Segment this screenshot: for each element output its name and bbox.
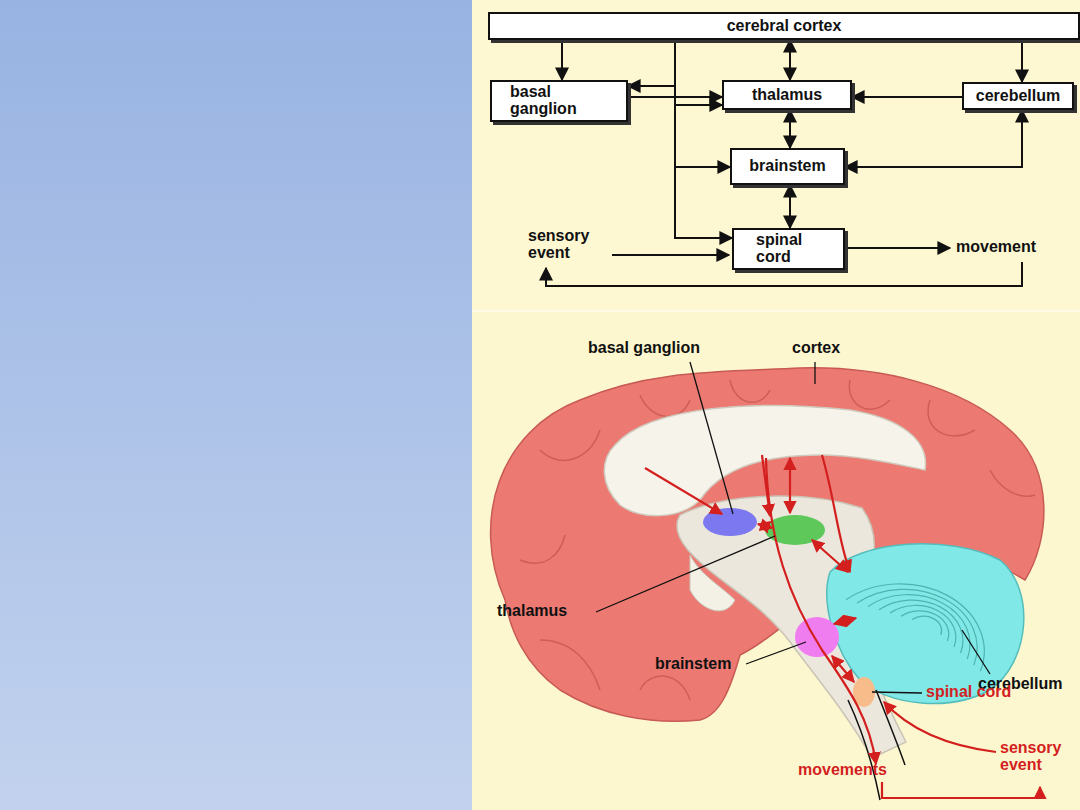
drawing-part bbox=[789, 458, 791, 513]
drawing-part bbox=[746, 642, 806, 664]
process-box: cerebellum bbox=[962, 82, 1074, 110]
part-label: thalamus bbox=[497, 603, 597, 620]
process-box: cerebral cortex bbox=[488, 12, 1080, 40]
drawing-part bbox=[812, 540, 848, 572]
drawing-part bbox=[928, 400, 975, 436]
leader-lines bbox=[596, 362, 990, 693]
spinal-cord-line bbox=[876, 690, 905, 765]
connector-arrow bbox=[675, 40, 722, 105]
drawing-part bbox=[520, 535, 565, 563]
connector-arrow bbox=[561, 40, 563, 80]
left-panel bbox=[0, 0, 472, 810]
connector-arrow bbox=[789, 40, 791, 80]
drawing-part bbox=[849, 380, 890, 409]
connector-arrow bbox=[852, 96, 962, 98]
box-label: basal ganglion bbox=[510, 84, 606, 118]
drawing-part bbox=[640, 676, 690, 700]
drawing-part bbox=[884, 702, 996, 752]
connector-arrow bbox=[675, 40, 732, 238]
box-label: cerebral cortex bbox=[727, 18, 842, 35]
cerebellum-fold bbox=[846, 584, 984, 671]
connector-arrow bbox=[789, 185, 791, 228]
drawing-part bbox=[834, 618, 856, 624]
process-box: brainstem bbox=[730, 148, 845, 185]
drawing-part bbox=[832, 656, 854, 682]
flow-label: sensory event bbox=[528, 228, 610, 262]
flow-label: movement bbox=[956, 239, 1074, 256]
process-box: spinal cord bbox=[732, 228, 845, 270]
basal-ganglion-blob bbox=[703, 508, 757, 536]
hypothalamus-region bbox=[690, 555, 735, 611]
sensory-arrow bbox=[612, 254, 729, 256]
connector-arrow bbox=[789, 110, 791, 148]
drawing-part bbox=[758, 524, 772, 528]
part-label: basal ganglion bbox=[588, 340, 748, 357]
connector-arrow bbox=[1021, 40, 1023, 82]
drawing-part bbox=[990, 470, 1035, 496]
spinal-cord-line bbox=[848, 700, 880, 800]
box-label: brainstem bbox=[749, 158, 825, 175]
cerebellum-folia bbox=[846, 584, 984, 671]
connector-arrow bbox=[845, 110, 1022, 167]
drawing-part bbox=[540, 640, 600, 690]
drawing-part bbox=[766, 458, 876, 764]
drawing-part bbox=[822, 455, 850, 572]
box-label: thalamus bbox=[752, 87, 822, 104]
drawing-part bbox=[962, 630, 990, 674]
drawing-part bbox=[814, 362, 815, 384]
box-label: spinal cord bbox=[756, 232, 813, 266]
drawing-part bbox=[645, 468, 722, 514]
movement-arrow bbox=[847, 247, 950, 249]
process-box: basal ganglion bbox=[490, 80, 628, 122]
connector-arrow bbox=[628, 40, 675, 86]
drawing-part bbox=[730, 380, 770, 402]
process-box: thalamus bbox=[722, 80, 852, 110]
box-label: cerebellum bbox=[976, 88, 1060, 105]
drawing-part bbox=[540, 430, 600, 460]
part-label: brainstem bbox=[655, 656, 755, 673]
panel-divider bbox=[472, 310, 1080, 312]
cerebellum-fold bbox=[901, 611, 949, 641]
drawing-part bbox=[596, 536, 775, 612]
brainstem-blob bbox=[795, 617, 839, 657]
flow-label: movements bbox=[798, 762, 928, 779]
part-label: spinal cord bbox=[926, 684, 1046, 701]
cerebellum-fold bbox=[857, 589, 977, 665]
drawing-part bbox=[882, 782, 1040, 798]
part-label: cortex bbox=[792, 340, 872, 357]
cerebellum-fold bbox=[890, 605, 956, 647]
drawing-part bbox=[872, 692, 922, 693]
cerebellum-fold bbox=[868, 595, 970, 659]
cerebellum-fold bbox=[912, 616, 942, 635]
drawing-part bbox=[690, 362, 733, 514]
flow-label: sensory event bbox=[1000, 740, 1076, 774]
pathway-arrows bbox=[645, 455, 1040, 798]
